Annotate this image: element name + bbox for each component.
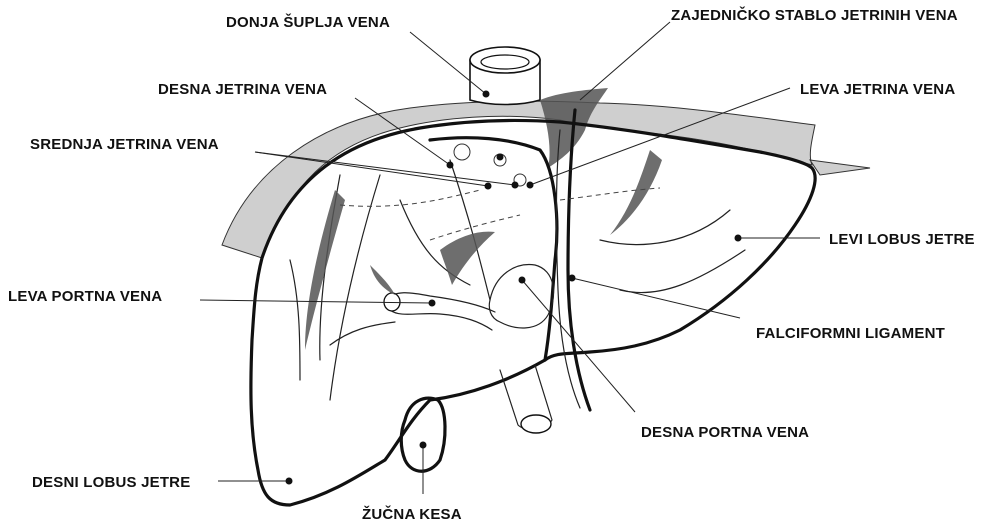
dot-leva-jetrina-vena <box>527 182 534 189</box>
label-srednja-jetrina-vena: SREDNJA JETRINA VENA <box>30 136 219 153</box>
portal-vein-opening <box>521 415 551 433</box>
dot-donja-suplja-vena <box>483 91 490 98</box>
dot-leva-portna-vena <box>429 300 436 307</box>
label-zucna-kesa: ŽUČNA KESA <box>362 505 462 523</box>
label-zajednicko-stablo: ZAJEDNIČKO STABLO JETRINIH VENA <box>671 6 958 24</box>
dashed-hepatic-veins <box>340 188 660 240</box>
shaded-vessel-right <box>305 190 345 350</box>
right-portal-branch <box>489 265 553 328</box>
hepatic-vein-mark-1 <box>454 144 470 160</box>
label-leva-jetrina-vena: LEVA JETRINA VENA <box>800 81 955 98</box>
dot-srednja-jetrina-vena-3 <box>497 154 504 161</box>
leader-zajednicko-stablo <box>580 22 670 100</box>
leader-desna-portna-vena <box>522 280 635 412</box>
label-desna-jetrina-vena: DESNA JETRINA VENA <box>158 81 327 98</box>
inferior-vena-cava-lumen <box>481 55 529 69</box>
dot-srednja-jetrina-vena-2 <box>512 182 519 189</box>
falciform-ligament-line <box>568 110 590 410</box>
shaded-vessel-portal <box>370 265 395 295</box>
dot-zucna-kesa <box>420 442 427 449</box>
label-desna-portna-vena: DESNA PORTNA VENA <box>641 424 809 441</box>
dot-levi-lobus <box>735 235 742 242</box>
label-leva-portna-vena: LEVA PORTNA VENA <box>8 288 162 305</box>
leader-falciformni <box>572 278 740 318</box>
dot-desna-jetrina-vena <box>447 162 454 169</box>
dot-falciformni <box>569 275 576 282</box>
label-falciformni-ligament: FALCIFORMNI LIGAMENT <box>756 325 945 342</box>
dot-srednja-jetrina-vena-1 <box>485 183 492 190</box>
intrahepatic-vessel-lines <box>290 160 745 400</box>
label-donja-suplja-vena: DONJA ŠUPLJA VENA <box>226 13 390 31</box>
label-desni-lobus-jetre: DESNI LOBUS JETRE <box>32 474 190 491</box>
dot-desni-lobus <box>286 478 293 485</box>
triangular-ligament <box>810 160 870 175</box>
shaded-vessel-middle <box>440 232 495 285</box>
label-levi-lobus-jetre: LEVI LOBUS JETRE <box>829 231 975 248</box>
liver-outline <box>251 120 815 505</box>
left-portal-branch <box>385 293 495 330</box>
dot-desna-portna-vena <box>519 277 526 284</box>
